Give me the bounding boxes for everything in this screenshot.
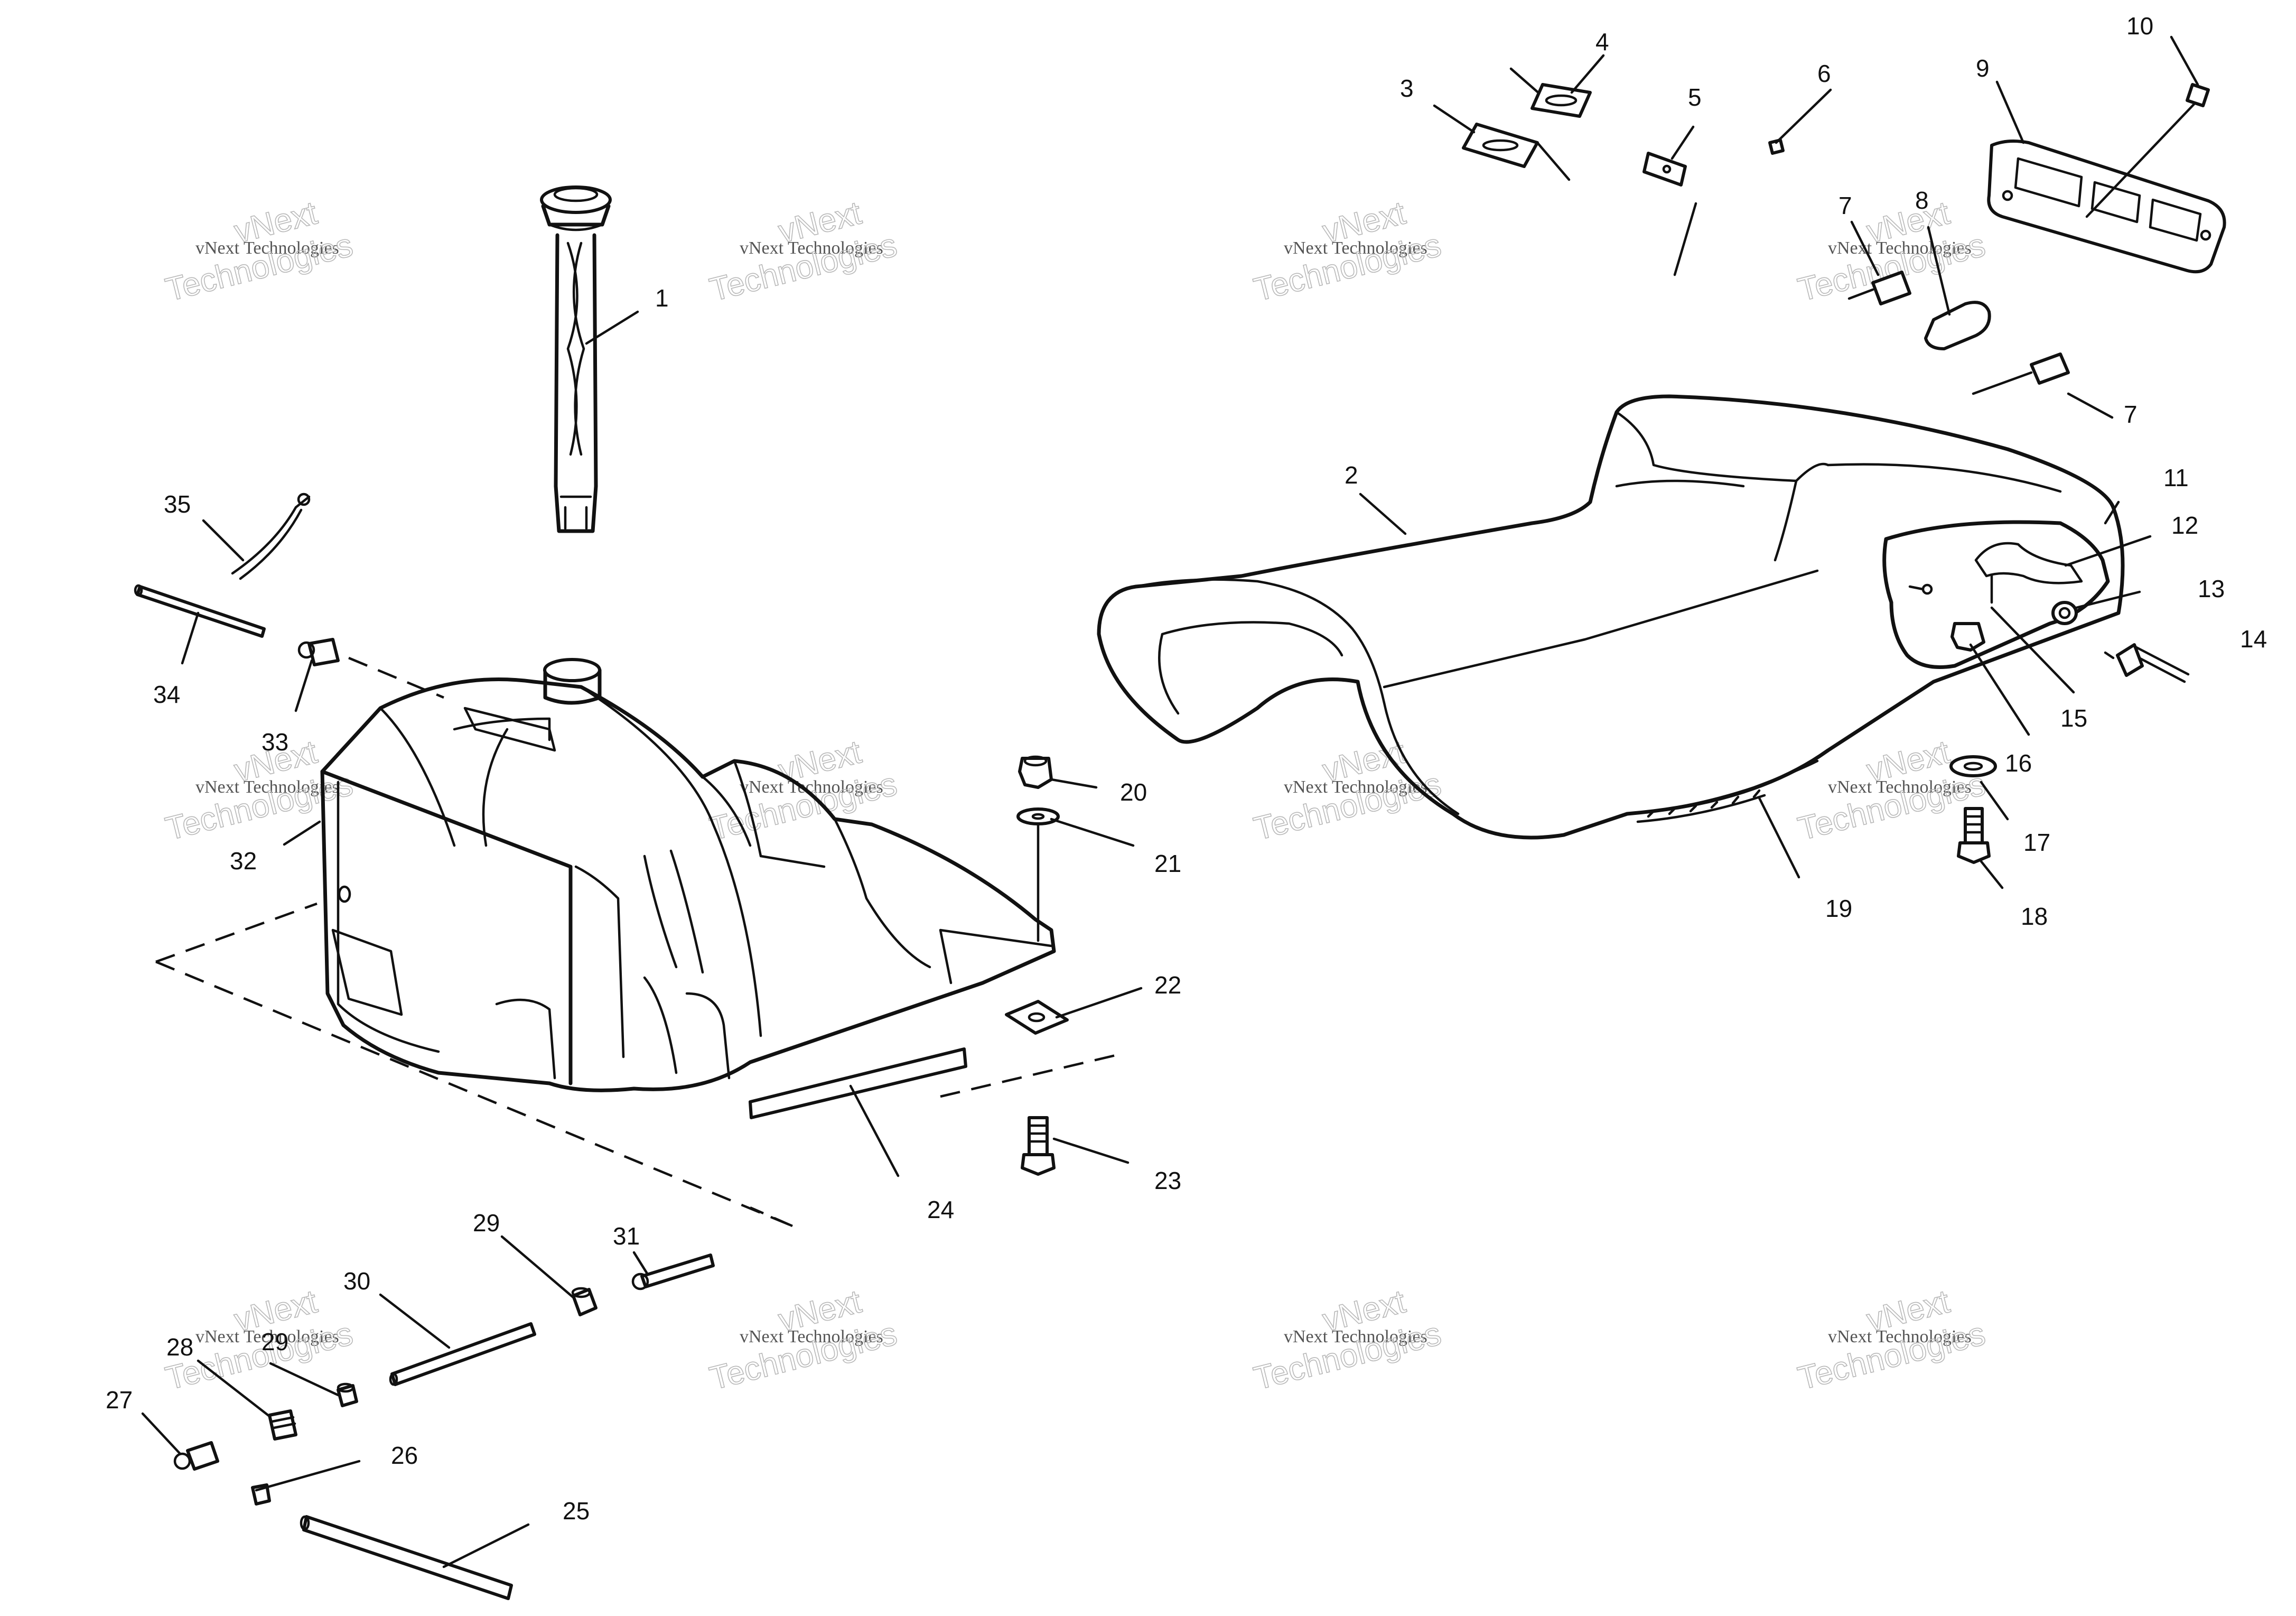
vent-fitting-part bbox=[297, 638, 340, 666]
leader-lines bbox=[141, 35, 2199, 1568]
callout-9: 9 bbox=[1976, 54, 1990, 82]
spacer-part bbox=[571, 1287, 598, 1316]
rod-part bbox=[300, 1515, 513, 1600]
seat-part bbox=[1097, 394, 2125, 840]
callout-14: 14 bbox=[2240, 625, 2267, 653]
callout-7b: 7 bbox=[2124, 401, 2138, 428]
long-rod-part bbox=[389, 1322, 536, 1386]
watermark: vNext vNext Technologies Technologies bbox=[706, 1283, 901, 1397]
callout-30: 30 bbox=[343, 1267, 370, 1295]
bolt-part bbox=[1021, 1116, 1056, 1176]
callout-24: 24 bbox=[927, 1196, 954, 1223]
callout-20: 20 bbox=[1120, 778, 1147, 806]
small-screw-part bbox=[1908, 583, 1933, 595]
spacer-part bbox=[337, 1382, 358, 1407]
svg-text:vNext Technologies: vNext Technologies bbox=[1828, 238, 1972, 258]
vent-guide bbox=[348, 656, 444, 699]
fitting-part bbox=[173, 1441, 219, 1471]
svg-text:vNext Technologies: vNext Technologies bbox=[1284, 777, 1427, 797]
svg-text:vNext Technologies: vNext Technologies bbox=[740, 238, 883, 258]
rod-part bbox=[134, 584, 266, 638]
callout-5: 5 bbox=[1688, 83, 1702, 111]
bulb-part bbox=[1972, 352, 2070, 395]
callout-31: 31 bbox=[613, 1222, 640, 1250]
bracket-part bbox=[1642, 152, 1697, 276]
svg-text:vNext Technologies: vNext Technologies bbox=[195, 238, 339, 258]
svg-text:vNext Technologies: vNext Technologies bbox=[740, 1327, 883, 1346]
pad-part bbox=[1005, 1000, 1069, 1035]
callout-23: 23 bbox=[1154, 1167, 1181, 1194]
watermark: vNext vNext Technologies Technologies bbox=[1250, 1283, 1445, 1397]
callout-27: 27 bbox=[106, 1386, 133, 1414]
watermark: vNext vNext Technologies Technologies bbox=[162, 194, 357, 309]
taillight-housing-part bbox=[1987, 140, 2226, 274]
callout-13: 13 bbox=[2198, 575, 2225, 602]
washer-part bbox=[1016, 807, 1060, 942]
screw-part bbox=[2085, 83, 2210, 218]
svg-text:vNext Technologies: vNext Technologies bbox=[1828, 1327, 1972, 1346]
bolt-part bbox=[1957, 807, 1991, 864]
callout-21: 21 bbox=[1154, 850, 1181, 877]
callout-2: 2 bbox=[1345, 461, 1358, 489]
bulb-part bbox=[1847, 271, 1911, 305]
callout-8: 8 bbox=[1915, 187, 1929, 214]
svg-text:vNext Technologies: vNext Technologies bbox=[195, 777, 339, 797]
bulb-part bbox=[1924, 301, 1991, 350]
fuel-sender-part bbox=[540, 185, 612, 533]
retainer-plate-part bbox=[1530, 83, 1592, 118]
fuel-tank-part bbox=[320, 658, 1056, 1092]
gasket-part bbox=[1462, 67, 1571, 181]
callout-16: 16 bbox=[2005, 749, 2032, 777]
callout-22: 22 bbox=[1154, 971, 1181, 999]
callout-25: 25 bbox=[563, 1497, 590, 1525]
callout-3: 3 bbox=[1400, 75, 1414, 102]
watermark: vNext vNext Technologies Technologies bbox=[1794, 1283, 1989, 1397]
callout-35: 35 bbox=[164, 490, 191, 518]
callout-26: 26 bbox=[391, 1442, 418, 1469]
watermark: vNext vNext Technologies Technologies bbox=[706, 733, 901, 848]
watermark: vNext vNext Technologies Technologies bbox=[1250, 733, 1445, 848]
callout-11: 11 bbox=[2163, 464, 2189, 491]
callout-29b: 29 bbox=[262, 1328, 288, 1355]
callout-1: 1 bbox=[655, 284, 669, 312]
washer-part bbox=[1949, 755, 1997, 777]
svg-text:vNext Technologies: vNext Technologies bbox=[1828, 777, 1972, 797]
callout-34: 34 bbox=[153, 681, 180, 708]
watermark: vNext vNext Technologies Technologies bbox=[162, 733, 357, 848]
seat-latch-pin-part bbox=[2104, 643, 2190, 683]
callout-33: 33 bbox=[262, 728, 288, 756]
watermark: vNext vNext Technologies Technologies bbox=[1794, 733, 1989, 848]
callout-12: 12 bbox=[2171, 512, 2198, 539]
callout-labels: 1 2 3 4 5 6 7 7 8 9 10 11 12 13 14 15 16… bbox=[106, 12, 2267, 1525]
callout-10: 10 bbox=[2126, 12, 2153, 40]
callout-4: 4 bbox=[1595, 28, 1609, 55]
callout-18: 18 bbox=[2021, 903, 2048, 930]
tank-mount-guide bbox=[155, 902, 793, 1228]
nut-part bbox=[1018, 755, 1053, 789]
tank-strap-guide bbox=[940, 1053, 1121, 1098]
shoulder-bolt-part bbox=[631, 1253, 715, 1290]
callout-17: 17 bbox=[2023, 829, 2050, 856]
callout-6: 6 bbox=[1817, 60, 1831, 87]
grommet-part bbox=[268, 1409, 297, 1441]
callout-28: 28 bbox=[166, 1333, 193, 1361]
strip-part bbox=[749, 1047, 967, 1119]
svg-text:vNext Technologies: vNext Technologies bbox=[1284, 238, 1427, 258]
callout-29: 29 bbox=[473, 1209, 500, 1237]
vent-hose-part bbox=[231, 493, 311, 580]
callout-32: 32 bbox=[230, 847, 257, 875]
watermark: vNext vNext Technologies Technologies bbox=[706, 194, 901, 309]
callout-15: 15 bbox=[2060, 704, 2087, 732]
watermark: vNext vNext Technologies Technologies bbox=[1250, 194, 1445, 309]
svg-text:vNext Technologies: vNext Technologies bbox=[195, 1327, 339, 1346]
svg-text:vNext Technologies: vNext Technologies bbox=[1284, 1327, 1427, 1346]
callout-19: 19 bbox=[1825, 895, 1852, 922]
callout-7: 7 bbox=[1838, 192, 1852, 219]
